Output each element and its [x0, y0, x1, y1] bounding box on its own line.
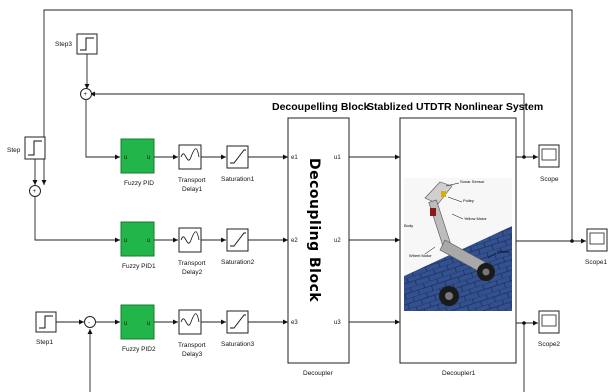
wire-sum-fuzzy2: [34, 197, 120, 241]
branch-dot-scope: [522, 155, 526, 159]
transport-delay3-label-line1: Transport: [178, 342, 206, 349]
step1-block[interactable]: [35, 311, 57, 333]
fuzzy-pid1-block[interactable]: u u: [120, 221, 155, 257]
arrow-scope1: [581, 238, 586, 244]
saturation1-block[interactable]: [226, 145, 249, 169]
step3-block[interactable]: [76, 33, 98, 55]
saturation2-label: Saturation2: [221, 259, 255, 266]
arrow-outer-sum: [41, 180, 47, 185]
branch-dot-scope2: [522, 321, 526, 325]
sum-bottom-sign: -: [88, 321, 90, 327]
scope-block[interactable]: [538, 144, 560, 168]
saturation3-block[interactable]: [226, 310, 249, 334]
feedback-wire-bottom: [89, 323, 525, 392]
transport-delay2-label-line1: Transport: [178, 260, 206, 267]
annotation-wheel: Wheel: [497, 249, 508, 254]
feedback-wire-outer: [43, 9, 573, 241]
arrow-e1: [283, 154, 288, 160]
arrow-delay2: [173, 237, 178, 243]
plant-label: Decoupler1: [442, 370, 476, 377]
arrow-u2: [395, 237, 400, 243]
arrow-sat1: [221, 154, 226, 160]
annotation-wheel-motor: Wheel Motor: [409, 253, 432, 258]
sum-mid-sign: +: [33, 189, 37, 195]
sum-top-sign: +: [84, 92, 88, 98]
saturation1-label: Saturation1: [221, 176, 255, 183]
fuzzy-pid2-in-port: u: [124, 321, 127, 327]
fuzzy-pid-in-port: u: [124, 155, 127, 161]
arrow-u1: [395, 154, 400, 160]
fuzzy-pid-block[interactable]: u u: [120, 138, 155, 174]
arrow-bottom-sum: [87, 329, 93, 334]
transport-delay2-label-line2: Delay2: [182, 269, 203, 276]
step1-label: Step1: [36, 339, 53, 346]
step3-label: Step3: [55, 41, 72, 48]
sum-block-mid[interactable]: +: [29, 185, 41, 197]
sum-block-top[interactable]: +: [80, 88, 92, 100]
fuzzy-pid-out-port: u: [147, 155, 150, 161]
fuzzy-pid1-label: Fuzzy PID1: [122, 263, 156, 270]
decoupler-port-u3: u3: [334, 320, 341, 326]
decoupling-section-title: Decoupelling Block: [272, 101, 370, 113]
arrow-e3: [283, 319, 288, 325]
decoupler-port-u1: u1: [334, 155, 341, 161]
arrow-delay1: [173, 154, 178, 160]
transport-delay1-label-line2: Delay1: [182, 186, 203, 193]
arrow-sat2: [221, 237, 226, 243]
scope2-block[interactable]: [538, 310, 560, 334]
arrow-u3: [395, 319, 400, 325]
decoupler-inner-title: Decoupling Block: [306, 158, 322, 302]
arrow-step3: [84, 84, 90, 89]
annotation-sonar-sensor: Sonar Sensor: [460, 179, 485, 184]
arrow-scope2: [533, 320, 538, 326]
annotation-yellow-motor: Yellow Motor: [464, 216, 487, 221]
fuzzy-pid2-out-port: u: [147, 321, 150, 327]
arrow-fuzzy2: [115, 237, 120, 243]
decoupler-port-e3: e3: [291, 320, 298, 326]
scope-label: Scope: [540, 176, 559, 183]
system-section-title: Stablized UTDTR Nonlinear System: [367, 101, 543, 113]
transport-delay1-label-line1: Transport: [178, 177, 206, 184]
decoupler-label: Decoupler: [303, 370, 333, 377]
arrow-fuzzy1: [115, 154, 120, 160]
decoupler-port-u2: u2: [334, 238, 341, 244]
annotation-body: Body: [404, 223, 413, 228]
saturation2-block[interactable]: [226, 228, 249, 252]
arrow-delay3: [173, 319, 178, 325]
decoupler-port-e2: e2: [291, 238, 298, 244]
transport-delay3-block[interactable]: [178, 309, 202, 335]
transport-delay2-block[interactable]: [178, 227, 202, 253]
arrow-sat3: [221, 319, 226, 325]
scope1-block[interactable]: [586, 228, 608, 252]
arrow-step: [32, 180, 38, 185]
arrow-step1: [79, 319, 84, 325]
branch-dot-scope1: [570, 239, 574, 243]
sum-block-bottom[interactable]: -: [84, 316, 96, 328]
fuzzy-pid2-label: Fuzzy PID2: [122, 346, 156, 353]
transport-delay3-label-line2: Delay3: [182, 351, 203, 358]
arrow-e2: [283, 237, 288, 243]
fuzzy-pid-label: Fuzzy PID: [124, 180, 154, 187]
arrow-top-sum: [90, 91, 95, 97]
fuzzy-pid1-out-port: u: [147, 238, 150, 244]
decoupler-port-e1: e1: [291, 155, 298, 161]
scope2-label: Scope2: [538, 341, 560, 348]
plant-block[interactable]: Sonar Sensor Pulley Yellow Motor Body Wh…: [399, 117, 517, 364]
feedback-wire-top: [90, 93, 525, 157]
robot-illustration: [404, 178, 512, 311]
saturation3-label: Saturation3: [221, 341, 255, 348]
decoupler-block[interactable]: e1 e2 e3 u1 u2 u3 Decoupling Block: [287, 117, 350, 364]
scope1-label: Scope1: [585, 259, 607, 266]
wire-sum-fuzzy1: [85, 100, 120, 158]
step-block[interactable]: [24, 136, 46, 160]
step-label: Step: [7, 147, 21, 154]
fuzzy-pid1-in-port: u: [124, 238, 127, 244]
arrow-fuzzy3: [115, 319, 120, 325]
fuzzy-pid2-block[interactable]: u u: [120, 304, 155, 340]
transport-delay1-block[interactable]: [178, 144, 202, 170]
arrow-scope: [533, 154, 538, 160]
annotation-pulley: Pulley: [463, 198, 474, 203]
